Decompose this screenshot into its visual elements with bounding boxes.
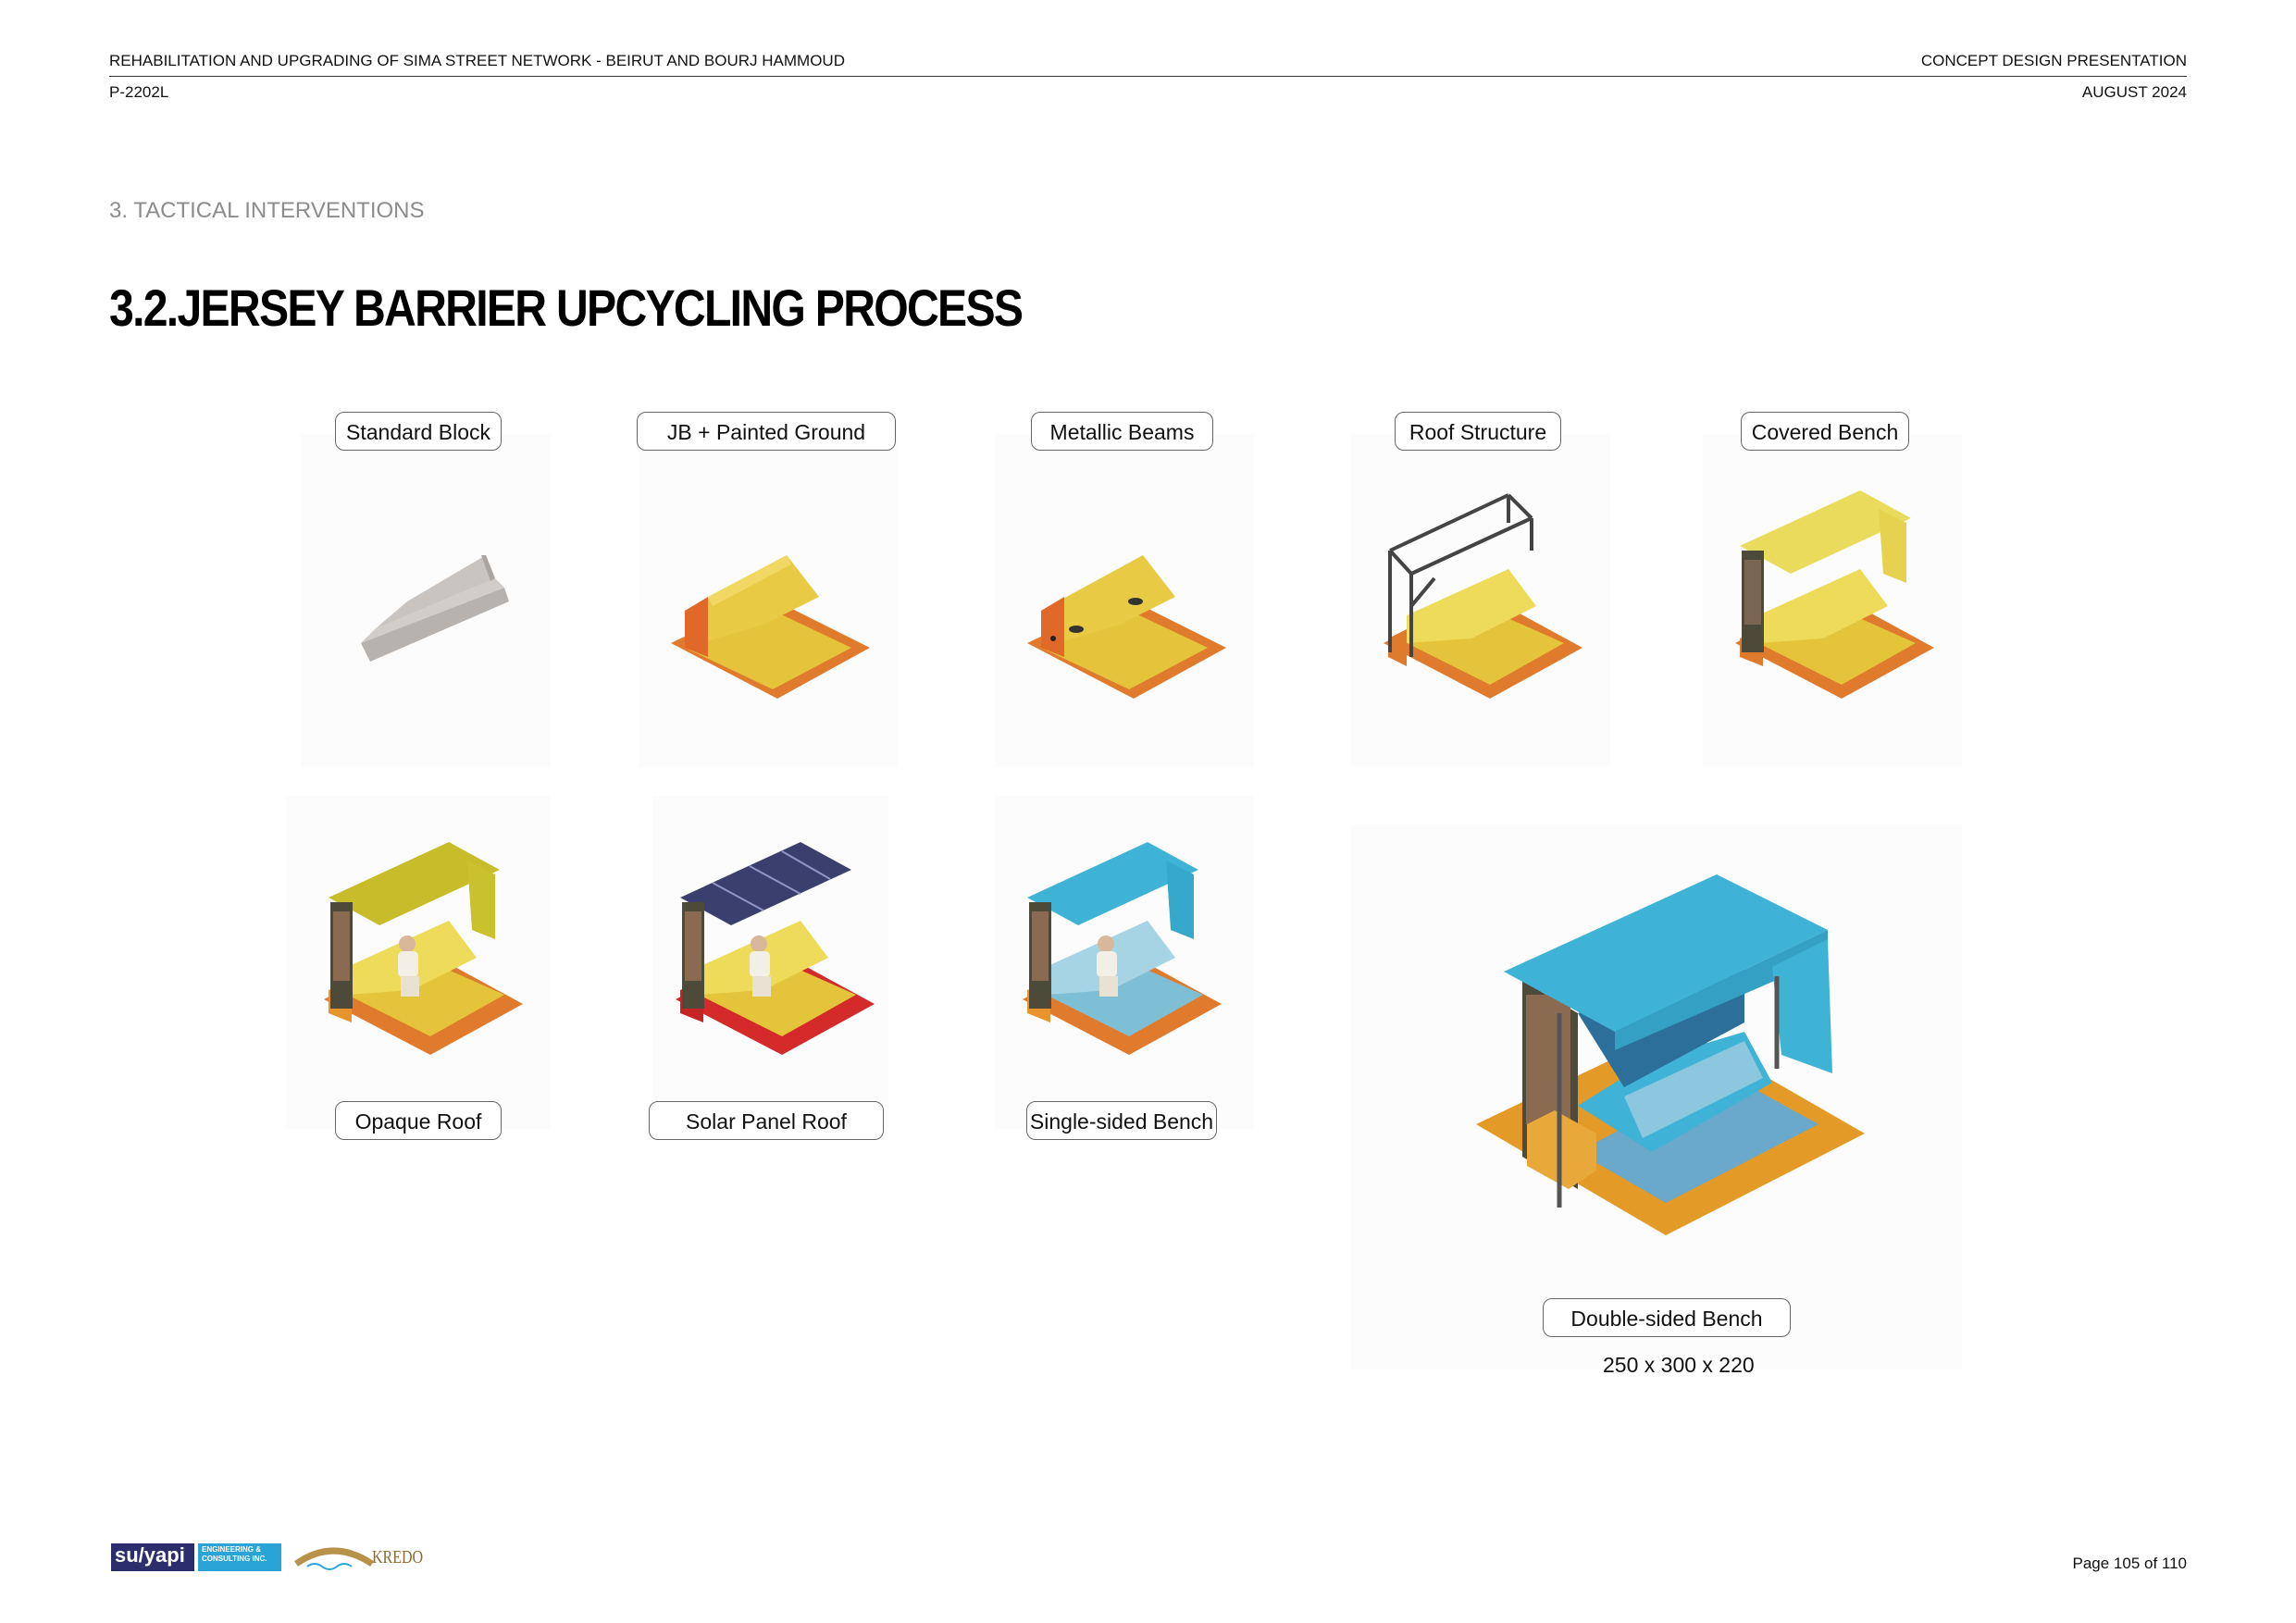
suyapi-subtitle-line-1: ENGINEERING &: [202, 1545, 262, 1554]
double-bench-illustration: [1476, 874, 1865, 1235]
covered-bench-illustration: [1735, 490, 1934, 699]
section-heading: 3. TACTICAL INTERVENTIONS: [109, 198, 425, 223]
painted-ground-illustration: [671, 555, 870, 699]
solar-roof-illustration: [676, 842, 875, 1055]
project-code: P-2202L: [109, 83, 169, 101]
page-number: Page 105 of 110: [2072, 1555, 2187, 1572]
company-logos: [111, 1543, 374, 1571]
document-type: CONCEPT DESIGN PRESENTATION: [1920, 52, 2187, 69]
single-bench-illustration: [1023, 842, 1222, 1055]
document-date: AUGUST 2024: [2081, 83, 2187, 101]
label-metallic-beams: Metallic Beams: [1031, 412, 1213, 451]
standard-block-illustration: [361, 555, 509, 662]
label-roof-structure: Roof Structure: [1395, 412, 1561, 451]
label-painted-ground: JB + Painted Ground: [637, 412, 896, 451]
suyapi-logo-text: su/yapi: [115, 1543, 185, 1567]
label-solar-roof: Solar Panel Roof: [649, 1101, 884, 1140]
page-title: 3.2.JERSEY BARRIER UPCYCLING PROCESS: [109, 279, 1024, 337]
label-opaque-roof: Opaque Roof: [335, 1101, 502, 1140]
kredo-logo-text: KREDO: [372, 1547, 424, 1567]
kredo-arch: [293, 1547, 374, 1567]
header-divider: [109, 76, 2187, 77]
double-bench-dimensions: 250 x 300 x 220: [1603, 1353, 1755, 1377]
label-single-bench: Single-sided Bench: [1026, 1101, 1217, 1140]
suyapi-logo-tagline: [198, 1543, 281, 1571]
label-standard-block: Standard Block: [335, 412, 502, 451]
metallic-beams-illustration: [1027, 555, 1226, 699]
opaque-roof-illustration: [324, 842, 523, 1055]
suyapi-subtitle-line-2: CONSULTING INC.: [202, 1555, 267, 1563]
suyapi-logo-subtitle: ENGINEERING & CONSULTING INC.: [202, 1545, 267, 1564]
label-covered-bench: Covered Bench: [1741, 412, 1909, 451]
label-double-bench: Double-sided Bench: [1543, 1298, 1791, 1337]
suyapi-logo-mark: [111, 1543, 194, 1571]
project-title: REHABILITATION AND UPGRADING OF SIMA STR…: [109, 52, 845, 69]
roof-structure-illustration: [1384, 493, 1582, 699]
